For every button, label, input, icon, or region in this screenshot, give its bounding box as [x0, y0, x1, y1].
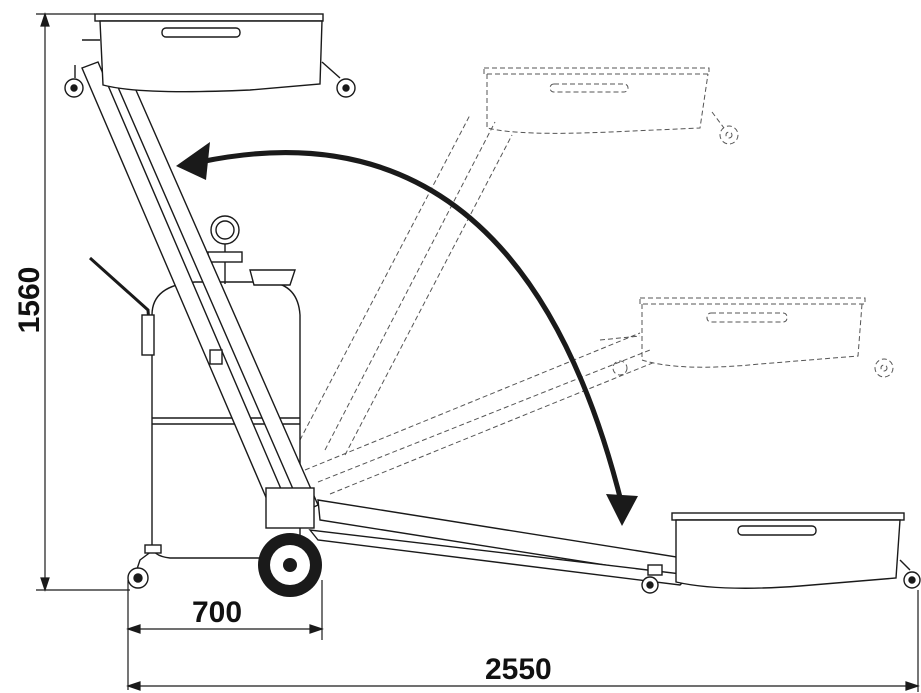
tank-casters: [127, 544, 162, 589]
total-length-dimension-label: 2550: [485, 653, 552, 686]
motion-arrow: [176, 142, 638, 526]
large-wheel: [258, 533, 322, 597]
base-width-dimension-label: 700: [192, 596, 243, 629]
ghost-middle-position: [304, 297, 894, 495]
dimension-lines: [36, 12, 920, 692]
ghost-upper-position: [299, 67, 739, 456]
total-arrow-right: [905, 681, 920, 691]
upright-arm: [81, 61, 319, 529]
upright-tray: [64, 13, 356, 98]
base-arrow-left: [126, 624, 141, 634]
motion-arrowhead-down: [606, 494, 638, 526]
height-arrow-bottom: [40, 577, 50, 592]
motion-arrowhead-up: [176, 142, 210, 180]
base-arrow-right: [309, 624, 324, 634]
total-arrow-left: [126, 681, 141, 691]
lowered-arm: [308, 499, 710, 586]
height-dimension-label: 1560: [13, 266, 46, 334]
height-arrow-top: [40, 12, 50, 27]
lowered-tray: [641, 512, 921, 594]
